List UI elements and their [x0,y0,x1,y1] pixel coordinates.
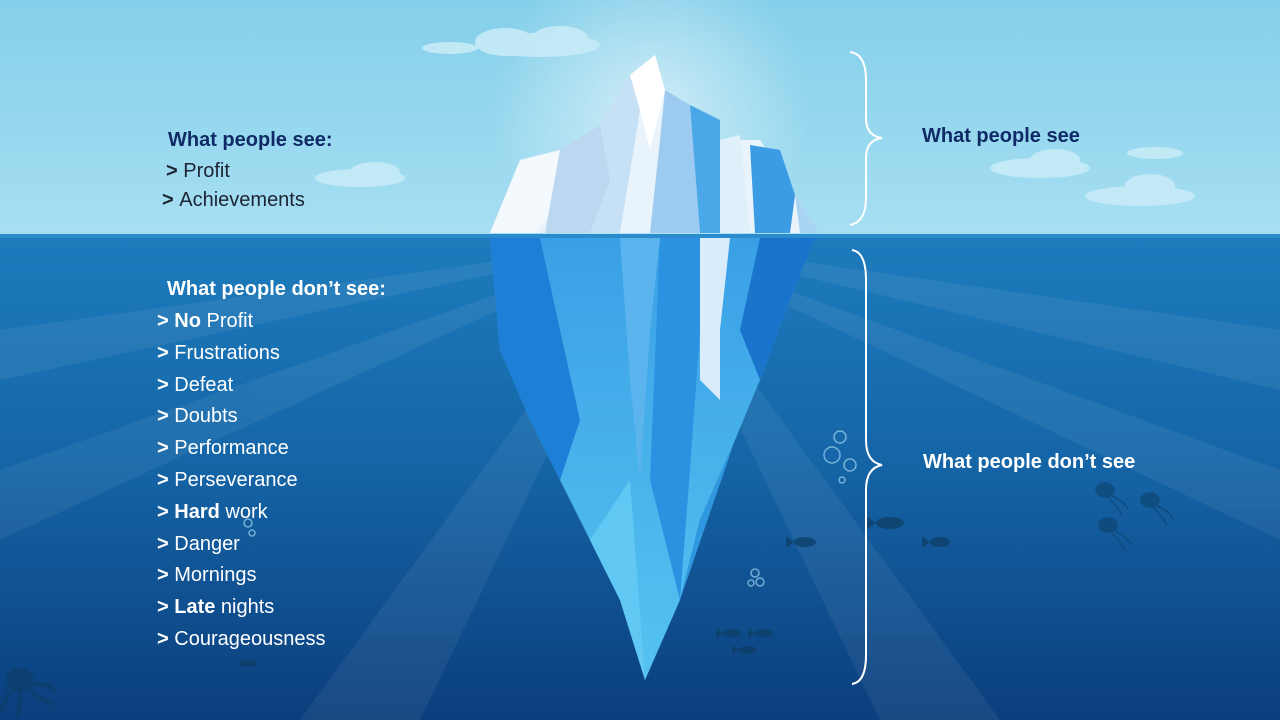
visible-item-achievements: > Achievements [162,189,305,212]
visible-item-profit: > Profit [166,160,230,183]
list-item: > Frustrations [157,341,325,373]
list-item: > Courageousness [157,627,325,659]
item-label: Profit [183,160,230,182]
item-label: Achievements [179,189,305,211]
list-item: > Perseverance [157,468,325,500]
hidden-section-title: What people don’t see: [167,278,386,301]
list-item: > Doubts [157,404,325,436]
item-arrow: > [166,160,178,182]
list-item: > Hard work [157,500,325,532]
item-arrow: > [162,189,174,211]
brace-label-visible: What people see [922,125,1080,148]
list-item: > Defeat [157,373,325,405]
list-item: > Late nights [157,595,325,627]
brace-label-hidden: What people don’t see [923,451,1135,474]
list-item: > No Profit [157,309,325,341]
hidden-items-list: > No Profit > Frustrations > Defeat > Do… [157,309,325,659]
visible-section-title: What people see: [168,129,332,152]
list-item: > Performance [157,436,325,468]
list-item: > Danger [157,532,325,564]
list-item: > Mornings [157,563,325,595]
